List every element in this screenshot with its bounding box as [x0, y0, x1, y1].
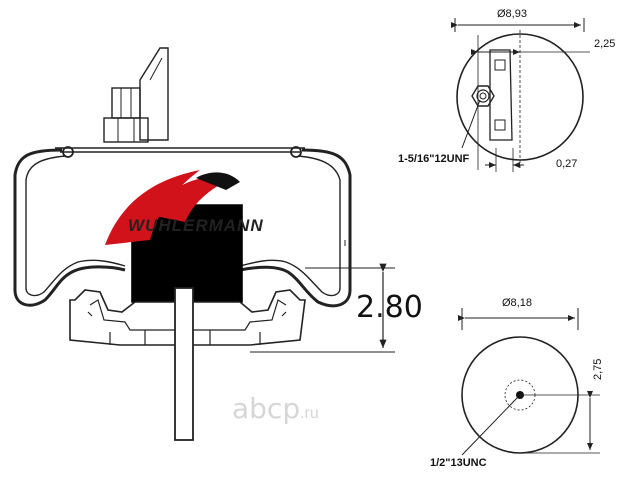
bottom-offset-label: 2,75	[592, 358, 604, 380]
top-offset-bottom-label: 0,27	[556, 158, 578, 170]
watermark-text: abcp	[232, 392, 301, 425]
bottom-view	[458, 308, 600, 456]
lower-stud	[174, 287, 194, 441]
height-dimension-label: 2.80	[356, 290, 423, 325]
top-nut	[471, 85, 495, 107]
brand-logo	[105, 170, 240, 245]
watermark: abcp.ru	[232, 392, 319, 425]
top-diameter-label: Ø8,93	[497, 8, 527, 20]
side-view	[13, 47, 395, 441]
brand-name-part1: WUHLER	[128, 216, 209, 235]
top-thread-label: 1-5/16"12UNF	[398, 153, 470, 165]
top-bracket	[489, 49, 513, 141]
brand-name-part2: MANN	[208, 216, 264, 235]
bottom-thread-label: 1/2"13UNC	[430, 457, 487, 469]
stud-nut	[111, 87, 141, 119]
top-view	[451, 18, 590, 172]
top-offset-label: 2,25	[594, 38, 616, 50]
top-plate	[55, 147, 305, 153]
piston-body	[131, 204, 243, 303]
brand-name: WUHLERMANN	[128, 216, 264, 236]
watermark-suffix: .ru	[300, 405, 319, 422]
bottom-diameter-label: Ø8,18	[502, 297, 532, 309]
mount-bracket	[139, 47, 169, 141]
bellows-outline	[13, 148, 126, 307]
